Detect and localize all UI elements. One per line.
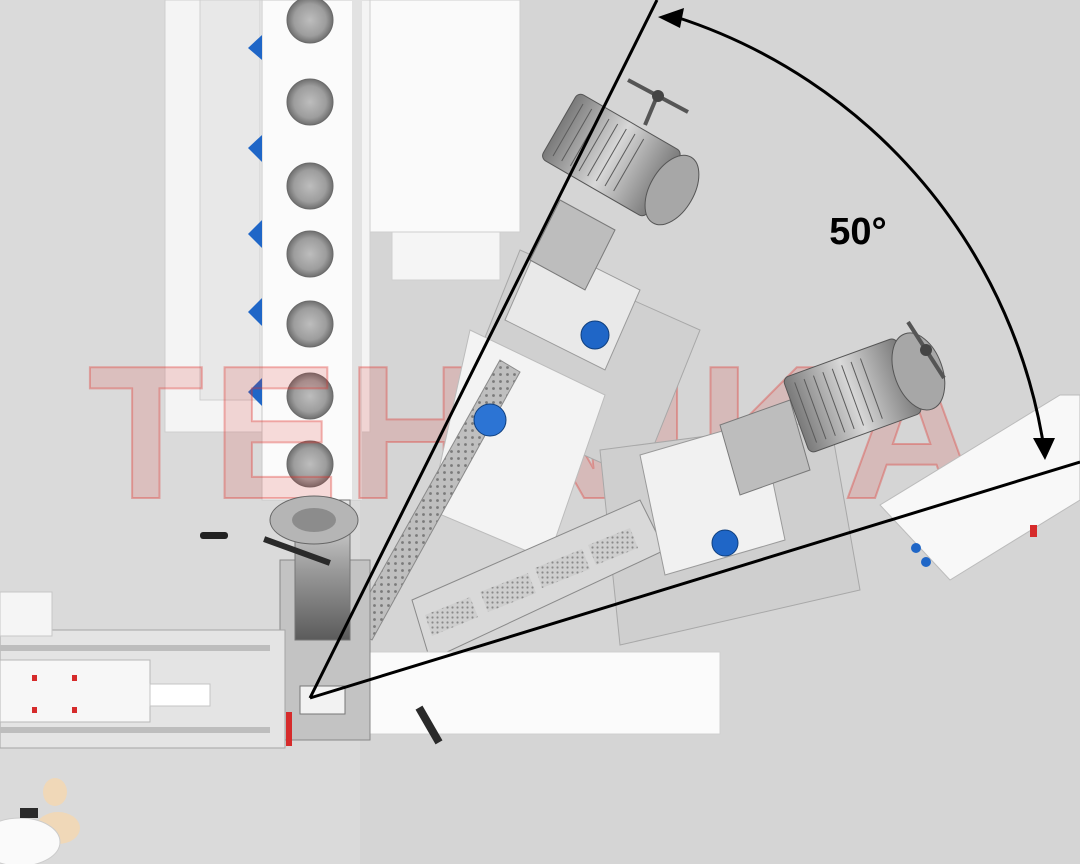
arrowhead-icon — [1033, 438, 1055, 460]
indicator-light-icon — [911, 543, 921, 553]
side-cabinet-body — [879, 394, 1080, 581]
knob — [200, 532, 228, 539]
angle-arc — [675, 15, 1047, 456]
cooling-fan-icon — [286, 372, 334, 420]
operator-figure — [0, 778, 80, 864]
lower-coupling — [719, 399, 811, 496]
blue-nozzles — [248, 35, 262, 406]
line-rail-top — [0, 645, 270, 651]
angle-dimension — [308, 0, 1080, 700]
cooling-fan-icon — [286, 162, 334, 210]
die-head — [200, 495, 443, 745]
line-rail-bottom — [0, 727, 270, 733]
die-flange-inner — [292, 508, 336, 532]
upper-axis-line — [308, 0, 659, 699]
warning-tag — [1030, 525, 1037, 537]
actuator-arm — [415, 705, 443, 745]
motor-icon — [783, 332, 946, 453]
upper-extruder — [349, 78, 701, 641]
control-cabinet-base — [391, 231, 501, 281]
upper-coupling — [529, 199, 616, 291]
red-markers — [32, 675, 77, 713]
cooling-fan-icon — [286, 440, 334, 488]
gear-icon — [580, 320, 610, 350]
handwheel-icon — [906, 320, 946, 380]
side-cabinet — [879, 394, 1080, 581]
cooling-fans — [286, 0, 334, 488]
actuator-arm — [263, 536, 331, 566]
cooling-fan-icon — [286, 230, 334, 278]
red-tube — [286, 712, 292, 746]
tower-side-panel — [352, 0, 362, 500]
cooling-tower — [164, 0, 521, 501]
gear-icon — [473, 403, 507, 437]
downstream-line — [0, 591, 292, 749]
motor-icon — [542, 93, 700, 226]
perforated-vent-icon — [425, 528, 638, 636]
side-box — [0, 591, 53, 637]
cooling-fan-icon — [286, 78, 334, 126]
control-cabinet-top — [369, 0, 521, 233]
cooling-fan-icon — [286, 300, 334, 348]
cooling-fan-icon — [286, 0, 334, 44]
arrowhead-icon — [658, 8, 684, 28]
handwheel-icon — [627, 78, 689, 126]
gear-icon — [711, 529, 739, 557]
angle-label: 50° — [829, 211, 886, 253]
line-extension — [149, 683, 211, 707]
indicator-light-icon — [921, 557, 931, 567]
tower-inner-channel — [199, 0, 261, 401]
lower-axis-line — [309, 460, 1080, 700]
